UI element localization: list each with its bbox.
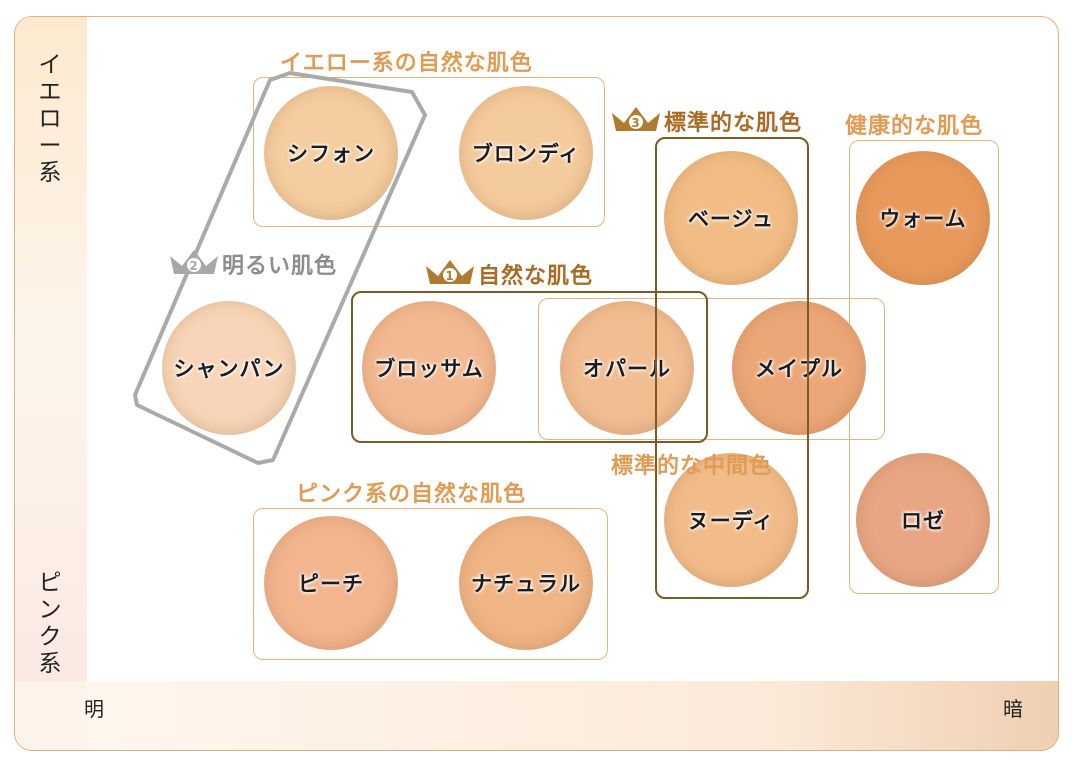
- rank1-natural-box: [351, 291, 708, 443]
- shade-swatch-maple: メイプル: [732, 301, 866, 435]
- y-axis-label-yellow: イエロー系: [38, 52, 62, 186]
- rank3-title: 3 標準的な肌色: [610, 105, 802, 137]
- rank2-title: 2 明るい肌色: [168, 248, 337, 280]
- shade-swatch-blossom: ブロッサム: [362, 301, 496, 435]
- shade-swatch-nudie: ヌーディ: [664, 453, 798, 587]
- shade-swatch-chiffon: シフォン: [264, 86, 398, 220]
- rank3-standard-box: [655, 137, 809, 599]
- rank3-crown-icon: 3: [612, 107, 660, 131]
- standard-middle-box: [538, 298, 885, 440]
- rank2-crown-icon: 2: [170, 250, 218, 274]
- rank1-title: 1 自然な肌色: [424, 258, 593, 290]
- shade-swatch-peach: ピーチ: [264, 516, 398, 650]
- shade-swatch-champagne: シャンパン: [162, 301, 296, 435]
- middle-group-title: 標準的な中間色: [611, 454, 773, 479]
- axis-corner: [15, 681, 87, 750]
- y-axis-band: [15, 17, 87, 681]
- shade-swatch-blondie: ブロンディ: [459, 86, 593, 220]
- x-axis-band: [87, 681, 1058, 750]
- shade-swatch-warm: ウォーム: [856, 151, 990, 285]
- shade-swatch-beige: ベージュ: [664, 151, 798, 285]
- x-axis-label-dark: 暗: [1003, 697, 1023, 721]
- pink-group-title: ピンク系の自然な肌色: [296, 482, 527, 507]
- shade-swatch-natural: ナチュラル: [459, 516, 593, 650]
- shade-swatch-opal: オパール: [560, 301, 694, 435]
- svg-text:2: 2: [189, 259, 198, 273]
- svg-text:1: 1: [445, 269, 454, 283]
- x-axis-label-bright: 明: [84, 697, 104, 721]
- shade-swatch-rose: ロゼ: [856, 453, 990, 587]
- healthy-group-title: 健康的な肌色: [845, 114, 984, 139]
- y-axis-label-pink: ピンク系: [38, 570, 62, 677]
- yellow-group-title: イエロー系の自然な肌色: [280, 51, 533, 76]
- rank1-crown-icon: 1: [426, 260, 474, 284]
- pink-group-box: [253, 508, 608, 660]
- svg-text:3: 3: [631, 116, 640, 130]
